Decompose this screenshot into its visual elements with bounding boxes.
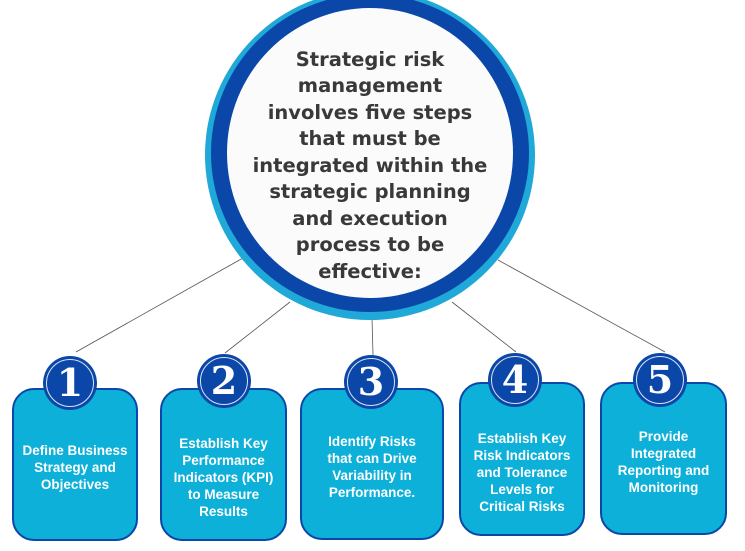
step-number-5: 5	[646, 357, 674, 402]
step-box-1: Define Business Strategy and Objectives	[12, 388, 138, 541]
step-number-badge-4: 4	[488, 353, 542, 407]
step-label-2: Establish Key Performance Indicators (KP…	[173, 436, 274, 519]
central-circle-ring: Strategic risk management involves five …	[211, 0, 529, 312]
step-number-3: 3	[357, 359, 385, 404]
step-box-3: Identify Risks that can Drive Variabilit…	[300, 388, 444, 540]
step-box-4: Establish Key Risk Indicators and Tolera…	[459, 382, 585, 536]
step-number-1: 1	[56, 360, 84, 405]
step-box-2: Establish Key Performance Indicators (KP…	[160, 388, 287, 541]
connector-line-3	[371, 317, 374, 356]
step-number-badge-1: 1	[43, 356, 97, 410]
connector-line-5	[497, 259, 666, 353]
step-box-5: Provide Integrated Reporting and Monitor…	[600, 382, 727, 535]
step-label-3: Identify Risks that can Drive Variabilit…	[327, 434, 417, 500]
central-circle: Strategic risk management involves five …	[205, 0, 535, 320]
central-statement: Strategic risk management involves five …	[252, 47, 488, 283]
step-number-badge-3: 3	[344, 355, 398, 409]
step-number-4: 4	[501, 357, 529, 402]
connector-line-2	[224, 301, 291, 354]
step-number-badge-2: 2	[197, 354, 251, 408]
step-number-badge-5: 5	[633, 353, 687, 407]
step-number-2: 2	[210, 358, 238, 403]
connector-line-4	[451, 301, 517, 353]
step-label-1: Define Business Strategy and Objectives	[22, 443, 128, 492]
step-label-5: Provide Integrated Reporting and Monitor…	[617, 428, 710, 495]
step-label-4: Establish Key Risk Indicators and Tolera…	[473, 430, 571, 514]
central-circle-inner: Strategic risk management involves five …	[227, 8, 513, 298]
connector-line-1	[75, 257, 244, 353]
